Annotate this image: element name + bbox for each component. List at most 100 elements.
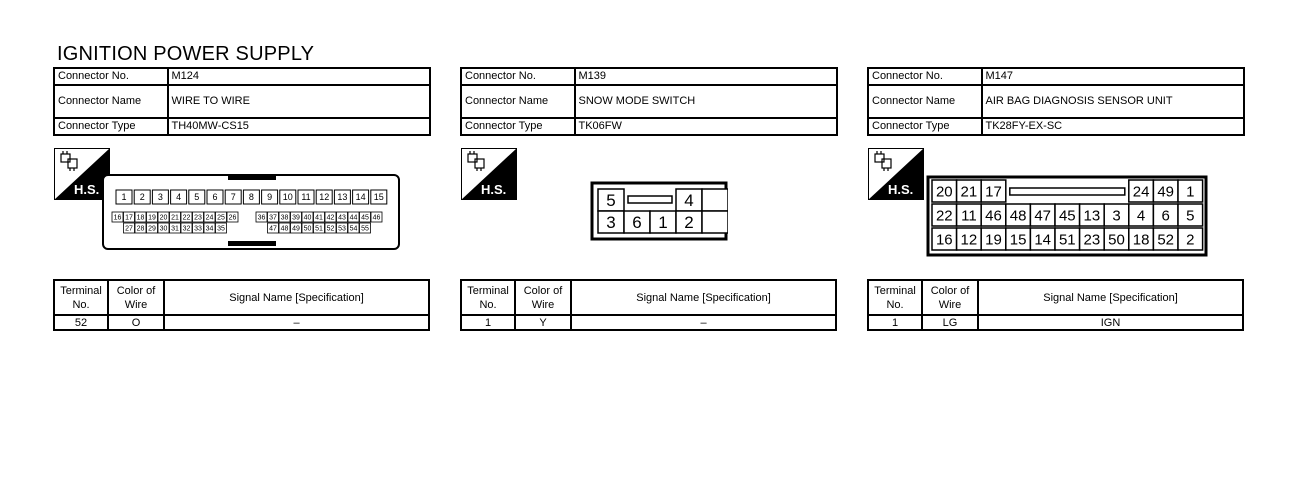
connector-type-value: TK06FW [573,117,838,136]
terminal-cavity: 38 [278,211,291,223]
connector-latch [1009,187,1126,196]
terminal-cavity: 11 [955,203,982,227]
terminal-number: 12 [319,192,329,202]
terminal-number: 15 [374,192,384,202]
harness-side-icon: H.S. [461,148,517,200]
terminal-number: 38 [281,215,289,222]
terminal-number: 48 [1010,207,1027,224]
wire-color-cell: O [107,314,165,331]
harness-side-icon: H.S. [868,148,924,200]
terminal-cavity: 22 [931,203,958,227]
terminal-cavity: 46 [980,203,1007,227]
terminal-cavity: 50 [301,222,314,234]
terminal-cavity: 3 [1103,203,1130,227]
terminal-number: 49 [292,226,300,233]
terminal-cavity: 36 [255,211,268,223]
terminal-cavity: 54 [347,222,360,234]
terminal-number: 53 [338,226,346,233]
terminal-number: 31 [171,226,179,233]
terminal-cavity: 39 [290,211,302,223]
terminal-number: 21 [961,183,978,200]
terminal-cavity: 19 [146,211,158,223]
terminal-number: 18 [137,215,145,222]
terminal-cavity: 43 [336,211,348,223]
terminal-cavity: 35 [215,222,227,234]
connector-no-label: Connector No. [867,67,983,86]
terminal-cavity [701,188,728,212]
terminal-number: 27 [125,226,133,233]
terminal-cavity: 14 [352,189,370,205]
terminal-cavity: 4 [675,188,703,212]
connector-name-label: Connector Name [53,84,169,119]
terminal-no-header: Terminal No. [867,279,923,316]
terminal-cavity: 41 [313,211,325,223]
terminal-number: 55 [361,226,369,233]
terminal-number: 42 [327,215,335,222]
terminal-cavity: 2 [675,210,703,234]
connector-latch [627,195,673,204]
terminal-number: 20 [936,183,953,200]
terminal-number: 35 [217,226,225,233]
terminal-number: 22 [936,207,953,224]
terminal-number: 32 [183,226,191,233]
terminal-number: 17 [125,215,133,222]
terminal-number: 6 [212,192,217,202]
connector-name-label: Connector Name [867,84,983,119]
connector-no-label: Connector No. [53,67,169,86]
terminal-cavity: 34 [203,222,216,234]
terminal-number: 41 [315,215,323,222]
terminal-cavity: 24 [1128,179,1155,203]
terminal-number: 29 [148,226,156,233]
terminal-number: 48 [281,226,289,233]
terminal-number: 51 [1059,231,1076,248]
terminal-number: 40 [304,215,312,222]
connector-name-label: Connector Name [460,84,576,119]
terminal-number: 19 [148,215,156,222]
terminal-number: 22 [183,215,191,222]
terminal-number: 14 [1034,231,1051,248]
terminal-number: 44 [350,215,358,222]
terminal-cavity: 19 [980,227,1007,251]
signal-name-cell: IGN [977,314,1244,331]
connector-type-label: Connector Type [460,117,576,136]
terminal-number: 17 [985,183,1002,200]
terminal-cavity: 16 [111,211,124,223]
wire-color-header: Color of Wire [921,279,979,316]
terminal-cavity: 16 [931,227,958,251]
terminal-cavity: 11 [297,189,315,205]
terminal-no-cell: 1 [460,314,516,331]
wire-color-cell: Y [514,314,572,331]
terminal-no-cell: 52 [53,314,109,331]
terminal-number: 45 [361,215,369,222]
terminal-number: 24 [1133,183,1150,200]
connector-type-label: Connector Type [867,117,983,136]
terminal-number: 4 [176,192,181,202]
terminal-number: 34 [206,226,214,233]
connector-info-table-m139: Connector No. M139 Connector Name SNOW M… [460,67,838,136]
terminal-cavity: 37 [267,211,279,223]
terminal-number: 24 [206,215,214,222]
terminal-number: 8 [249,192,254,202]
terminal-number: 1 [658,213,667,232]
terminal-number: 9 [267,192,272,202]
connector-info-table-m147: Connector No. M147 Connector Name AIR BA… [867,67,1245,136]
terminal-number: 50 [304,226,312,233]
connector-glyph-icon [467,151,485,171]
signal-name-header: Signal Name [Specification] [570,279,837,316]
terminal-number: 13 [1084,207,1101,224]
terminal-cavity: 22 [180,211,193,223]
terminal-cavity: 33 [192,222,204,234]
terminal-cavity: 5 [188,189,206,205]
terminal-no-header: Terminal No. [460,279,516,316]
terminal-number: 51 [315,226,323,233]
terminal-cavity: 4 [1128,203,1155,227]
terminal-cavity: 24 [203,211,216,223]
terminal-cavity: 45 [1054,203,1081,227]
terminal-cavity: 27 [123,222,135,234]
wire-color-header: Color of Wire [514,279,572,316]
terminal-cavity: 18 [134,211,147,223]
page-title: IGNITION POWER SUPPLY [57,43,315,65]
terminal-number: 3 [1112,207,1120,224]
terminal-number: 28 [137,226,145,233]
